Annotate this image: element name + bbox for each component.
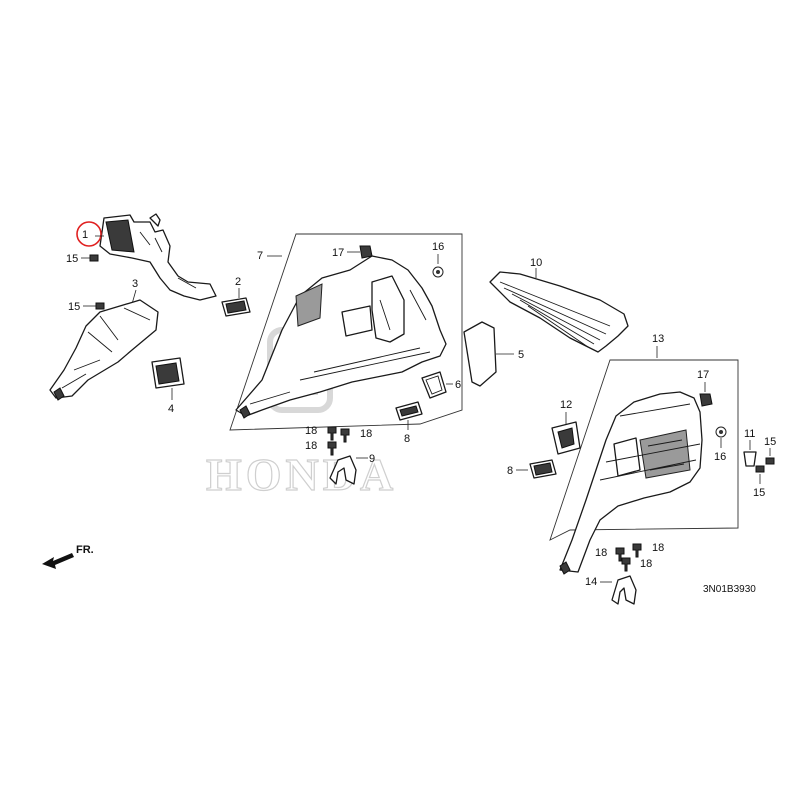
part-15-screw-d[interactable] — [755, 465, 765, 473]
callout-11[interactable]: 11 — [744, 428, 755, 440]
part-17-clip-a[interactable] — [359, 245, 373, 259]
callout-18-b[interactable]: 18 — [360, 428, 372, 440]
part-5-lid[interactable] — [463, 321, 497, 387]
callout-8-a[interactable]: 8 — [404, 433, 410, 445]
part-2-vent[interactable] — [221, 297, 251, 317]
group-7-frame — [229, 233, 463, 431]
part-18-bolt-f[interactable] — [621, 557, 631, 572]
callout-12[interactable]: 12 — [560, 399, 572, 411]
callout-18-f[interactable]: 18 — [640, 558, 652, 570]
part-10-sill-plate[interactable] — [489, 271, 629, 353]
part-16-nut-b[interactable] — [715, 426, 727, 438]
part-15-screw-b[interactable] — [95, 302, 105, 310]
part-1-highlight-ring — [76, 221, 102, 247]
part-13-right-quarter-trim[interactable] — [559, 391, 703, 575]
callout-8-b[interactable]: 8 — [507, 465, 513, 477]
callout-17-b[interactable]: 17 — [697, 369, 709, 381]
part-4-vent[interactable] — [151, 357, 185, 389]
callout-5[interactable]: 5 — [518, 349, 524, 361]
callout-6[interactable]: 6 — [455, 379, 461, 391]
callout-18-c[interactable]: 18 — [305, 440, 317, 452]
callout-15-d[interactable]: 15 — [753, 487, 765, 499]
front-direction-arrow-icon — [42, 553, 74, 569]
part-15-screw-c[interactable] — [765, 457, 775, 465]
callout-13[interactable]: 13 — [652, 333, 664, 345]
callout-18-a[interactable]: 18 — [305, 425, 317, 437]
part-18-bolt-e[interactable] — [632, 543, 642, 558]
part-15-screw-a[interactable] — [89, 254, 99, 262]
callout-3[interactable]: 3 — [132, 278, 138, 290]
callout-7[interactable]: 7 — [257, 250, 263, 262]
callout-1[interactable]: 1 — [82, 229, 88, 241]
part-16-nut-a[interactable] — [432, 266, 444, 278]
part-18-bolt-b[interactable] — [340, 428, 350, 443]
callout-4[interactable]: 4 — [168, 403, 174, 415]
diagram-code: 3N01B3930 — [703, 584, 756, 595]
part-17-clip-b[interactable] — [699, 393, 713, 407]
group-13-frame — [549, 359, 739, 541]
callout-16-b[interactable]: 16 — [714, 451, 726, 463]
watermark-text: HONDA — [206, 449, 397, 500]
part-18-bolt-d[interactable] — [615, 547, 625, 562]
part-9-bracket[interactable] — [329, 455, 357, 485]
part-12-hook[interactable] — [551, 421, 581, 455]
honda-watermark: HONDA — [205, 327, 397, 501]
callout-15-b[interactable]: 15 — [68, 301, 80, 313]
callout-14[interactable]: 14 — [585, 576, 597, 588]
part-6-cover[interactable] — [421, 371, 447, 399]
front-direction-label: FR. — [76, 544, 94, 556]
part-18-bolt-a[interactable] — [327, 426, 337, 441]
part-11-clip[interactable] — [743, 451, 757, 467]
part-8-light-right[interactable] — [529, 459, 557, 479]
callout-9[interactable]: 9 — [369, 453, 375, 465]
part-7-left-quarter-trim[interactable] — [235, 255, 447, 419]
callout-18-d[interactable]: 18 — [595, 547, 607, 559]
callout-17-a[interactable]: 17 — [332, 247, 344, 259]
part-8-light-left[interactable] — [395, 401, 423, 421]
callout-2[interactable]: 2 — [235, 276, 241, 288]
part-1-duct[interactable] — [99, 213, 217, 301]
callout-18-e[interactable]: 18 — [652, 542, 664, 554]
part-3-lower-duct[interactable] — [49, 299, 159, 401]
part-18-bolt-c[interactable] — [327, 441, 337, 456]
callout-15-c[interactable]: 15 — [764, 436, 776, 448]
callout-15-a[interactable]: 15 — [66, 253, 78, 265]
callout-16-a[interactable]: 16 — [432, 241, 444, 253]
part-14-bracket[interactable] — [611, 575, 637, 605]
callout-10[interactable]: 10 — [530, 257, 542, 269]
